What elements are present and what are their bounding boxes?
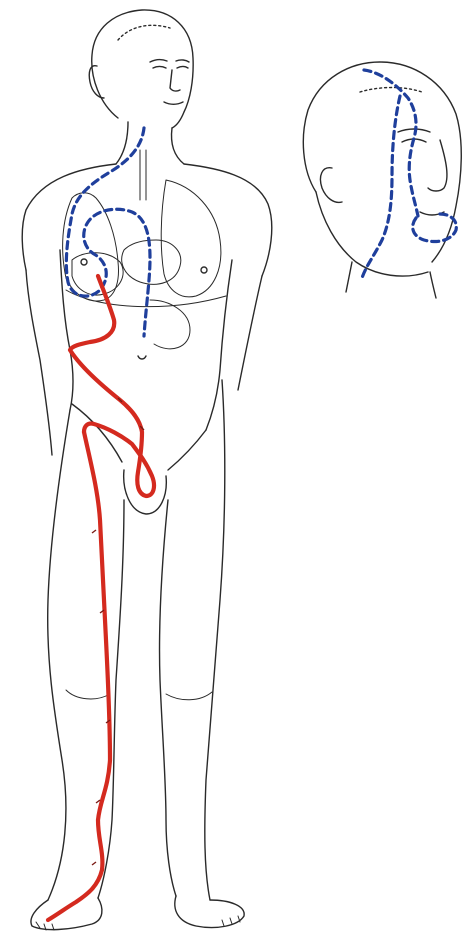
neck-left xyxy=(116,122,128,164)
external-pathway-markers xyxy=(92,398,144,865)
leg-right-outer xyxy=(205,380,225,900)
eye-right xyxy=(177,67,188,69)
mouth xyxy=(164,102,183,104)
foot-right xyxy=(175,896,244,928)
head-view-hairline xyxy=(360,88,422,93)
external-pathway xyxy=(48,276,154,920)
eyebrow-left xyxy=(150,60,167,62)
knee-right xyxy=(166,692,212,700)
knee-left xyxy=(66,690,110,699)
leg-left-outer xyxy=(48,410,70,900)
shoulder-right xyxy=(184,164,272,276)
head-view-nose xyxy=(428,140,447,191)
point-marker-3 xyxy=(92,530,96,533)
eyebrow-right xyxy=(176,60,189,62)
hairline xyxy=(118,25,170,40)
point-marker-7 xyxy=(92,862,96,865)
inguinal-right xyxy=(168,430,206,470)
head-internal-path-mouth xyxy=(413,214,457,242)
nose xyxy=(170,70,180,91)
ear xyxy=(89,66,104,98)
torso-right-side xyxy=(206,260,232,430)
head-outline xyxy=(92,10,193,128)
head-view-outline xyxy=(303,62,461,298)
head-view-neck xyxy=(346,262,436,298)
nipple-right xyxy=(201,267,207,273)
navel xyxy=(138,356,146,359)
neck-right xyxy=(172,128,185,164)
head-view-chin-jaw xyxy=(316,192,428,276)
nipple-left xyxy=(81,259,87,265)
arm-left-outer xyxy=(26,270,52,455)
head-view-ear xyxy=(320,168,342,203)
trachea xyxy=(140,150,146,200)
shoulder-left xyxy=(22,164,116,270)
external-path-torso xyxy=(70,276,154,496)
head-view-skull xyxy=(303,62,461,262)
stomach xyxy=(150,300,190,349)
genitals xyxy=(124,470,167,514)
head-internal-path-cheek xyxy=(362,96,400,278)
leg-right-inner xyxy=(159,500,176,896)
eye-left xyxy=(153,67,166,69)
liver xyxy=(72,253,123,295)
arm-right-outer xyxy=(238,276,262,390)
foot-left xyxy=(31,898,102,930)
external-path-leg xyxy=(48,432,110,920)
